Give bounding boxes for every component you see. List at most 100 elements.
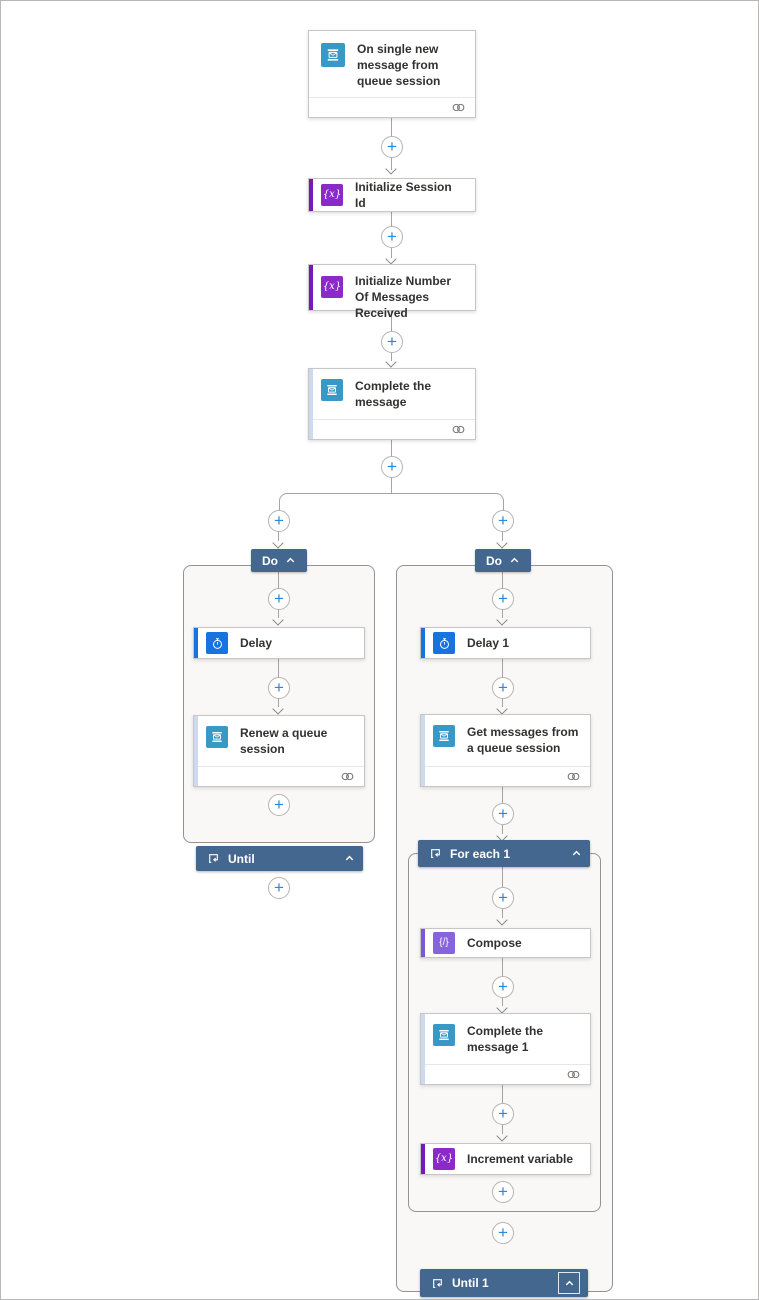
connector-line bbox=[502, 787, 503, 804]
plus-icon: + bbox=[498, 511, 508, 530]
initialize-session-id-card[interactable]: {x} Initialize Session Id bbox=[308, 178, 476, 212]
connection-icon bbox=[452, 103, 465, 112]
action-label: Initialize Session Id bbox=[355, 180, 452, 210]
insert-step-button[interactable]: + bbox=[492, 1103, 514, 1125]
add-action-button[interactable]: + bbox=[492, 1222, 514, 1244]
get-messages-card[interactable]: Get messages from a queue session bbox=[420, 714, 591, 787]
add-action-button[interactable]: + bbox=[492, 1181, 514, 1203]
scope-label: Do bbox=[486, 553, 502, 568]
variables-icon: {x} bbox=[433, 1148, 455, 1170]
connector-line bbox=[391, 353, 392, 361]
insert-step-button[interactable]: + bbox=[492, 887, 514, 909]
chevron-up-icon bbox=[286, 557, 295, 563]
action-label: Get messages from a queue session bbox=[467, 725, 579, 755]
service-bus-icon bbox=[433, 725, 455, 747]
connector-color-stripe bbox=[194, 628, 198, 658]
clock-icon bbox=[433, 632, 455, 654]
chevron-up-icon[interactable] bbox=[571, 848, 582, 859]
plus-icon: + bbox=[387, 457, 397, 476]
variables-glyph: {x} bbox=[322, 281, 342, 292]
connector-line bbox=[502, 659, 503, 678]
insert-step-button[interactable]: + bbox=[492, 976, 514, 998]
card-footer bbox=[421, 766, 590, 786]
insert-step-button[interactable]: + bbox=[381, 331, 403, 353]
connection-icon bbox=[341, 772, 354, 781]
action-label: Initialize Number Of Messages Received bbox=[355, 274, 452, 320]
connector-line bbox=[391, 212, 392, 227]
insert-step-button[interactable]: + bbox=[268, 877, 290, 899]
connector-line bbox=[391, 118, 392, 137]
service-bus-icon bbox=[321, 379, 343, 401]
delay-card[interactable]: Delay bbox=[193, 627, 365, 659]
for-each-scope-header[interactable]: For each 1 bbox=[418, 840, 590, 867]
plus-icon: + bbox=[498, 1182, 508, 1201]
connector-line bbox=[502, 867, 503, 888]
increment-variable-card[interactable]: {x} Increment variable bbox=[420, 1143, 591, 1175]
until-scope-footer-left[interactable]: Until bbox=[196, 846, 363, 871]
card-footer bbox=[194, 766, 364, 786]
connection-icon bbox=[567, 1070, 580, 1079]
connector-color-stripe bbox=[421, 929, 425, 957]
variables-icon: {x} bbox=[321, 276, 343, 298]
plus-icon: + bbox=[498, 1223, 508, 1242]
card-footer bbox=[309, 97, 475, 117]
do-scope-header-right[interactable]: Do bbox=[475, 549, 531, 572]
variables-glyph: {x} bbox=[322, 189, 342, 200]
plus-icon: + bbox=[387, 137, 397, 156]
connector-line bbox=[391, 311, 392, 332]
until-1-scope-footer[interactable]: Until 1 bbox=[420, 1269, 588, 1297]
complete-the-message-1-card[interactable]: Complete the message 1 bbox=[420, 1013, 591, 1085]
loop-icon bbox=[433, 1278, 442, 1288]
scope-label: Do bbox=[262, 553, 278, 568]
action-label: Delay bbox=[240, 636, 273, 650]
delay-1-card[interactable]: Delay 1 bbox=[420, 627, 591, 659]
plus-icon: + bbox=[498, 804, 508, 823]
service-bus-icon bbox=[433, 1024, 455, 1046]
insert-step-button[interactable]: + bbox=[492, 510, 514, 532]
compose-glyph: {/} bbox=[439, 937, 449, 948]
connector-color-stripe bbox=[421, 1144, 425, 1174]
connector-line bbox=[391, 440, 392, 457]
action-label: Increment variable bbox=[467, 1152, 574, 1166]
compose-icon: {/} bbox=[433, 932, 455, 954]
connector-line bbox=[278, 610, 279, 618]
arrow-down-icon bbox=[272, 537, 284, 549]
arrow-down-icon bbox=[385, 356, 397, 368]
plus-icon: + bbox=[387, 227, 397, 246]
trigger-label: On single new message from queue session bbox=[357, 42, 441, 88]
connector-line bbox=[502, 572, 503, 590]
connector-line bbox=[502, 909, 503, 918]
initialize-number-of-messages-card[interactable]: {x} Initialize Number Of Messages Receiv… bbox=[308, 264, 476, 320]
connector-line bbox=[278, 572, 279, 590]
insert-step-button[interactable]: + bbox=[268, 510, 290, 532]
arrow-down-icon bbox=[496, 537, 508, 549]
scope-label: For each 1 bbox=[450, 846, 511, 861]
connector-color-stripe bbox=[421, 628, 425, 658]
insert-step-button[interactable]: + bbox=[268, 677, 290, 699]
add-action-button[interactable]: + bbox=[268, 794, 290, 816]
insert-step-button[interactable]: + bbox=[381, 226, 403, 248]
renew-queue-session-card[interactable]: Renew a queue session bbox=[193, 715, 365, 787]
connector-line bbox=[502, 998, 503, 1006]
connector-line bbox=[502, 825, 503, 834]
insert-step-button[interactable]: + bbox=[268, 588, 290, 610]
connector-color-stripe bbox=[421, 715, 425, 786]
insert-step-button[interactable]: + bbox=[492, 803, 514, 825]
arrow-down-icon bbox=[385, 163, 397, 175]
service-bus-icon bbox=[206, 726, 228, 748]
trigger-card[interactable]: On single new message from queue session bbox=[308, 30, 476, 118]
insert-step-button[interactable]: + bbox=[381, 456, 403, 478]
do-until-scope-left bbox=[183, 565, 375, 843]
insert-step-button[interactable]: + bbox=[381, 136, 403, 158]
do-scope-header-left[interactable]: Do bbox=[251, 549, 307, 572]
compose-card[interactable]: {/} Compose bbox=[420, 928, 591, 958]
complete-the-message-card[interactable]: Complete the message bbox=[308, 368, 476, 440]
insert-step-button[interactable]: + bbox=[492, 677, 514, 699]
insert-step-button[interactable]: + bbox=[492, 588, 514, 610]
chevron-up-icon bbox=[565, 1280, 573, 1285]
action-label: Compose bbox=[467, 936, 522, 950]
until-1-collapse-button[interactable] bbox=[558, 1272, 580, 1294]
variables-glyph: {x} bbox=[434, 1153, 454, 1164]
chevron-up-icon[interactable] bbox=[344, 853, 355, 864]
